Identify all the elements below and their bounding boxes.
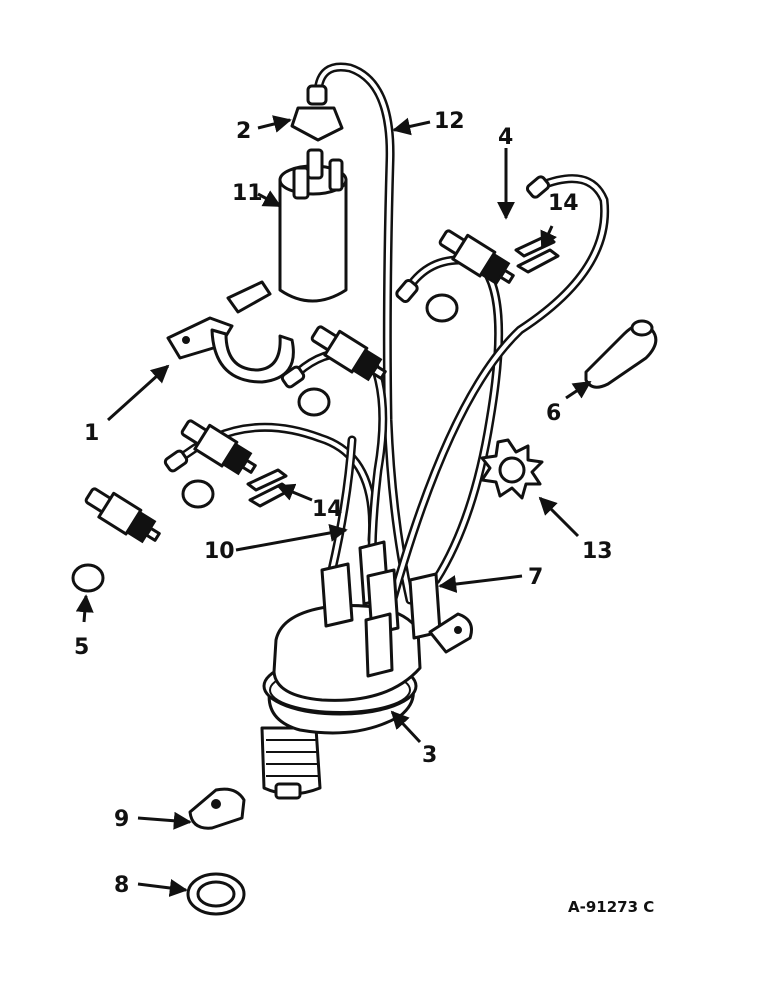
callout-11: 11 <box>232 181 263 206</box>
spark-plug-gaskets <box>71 293 459 593</box>
callout-1: 1 <box>84 421 99 446</box>
ignition-coil <box>278 148 348 303</box>
callout-13: 13 <box>582 539 613 564</box>
rotor-clip <box>428 612 473 654</box>
callout-9: 9 <box>114 807 129 832</box>
callout-12: 12 <box>434 109 465 134</box>
figure-reference: A-91273 C <box>568 898 654 916</box>
callout-10: 10 <box>204 539 235 564</box>
callout-8: 8 <box>114 873 129 898</box>
spark-plug <box>438 229 515 286</box>
spark-plug <box>310 325 387 382</box>
oil-seal <box>186 872 246 916</box>
spark-plug <box>84 487 161 544</box>
lock-washer <box>480 438 544 500</box>
callout-4: 4 <box>498 125 513 150</box>
callout-2: 2 <box>236 119 251 144</box>
callout-3: 3 <box>422 743 437 768</box>
spark-plugs <box>84 229 515 544</box>
spark-plug <box>180 419 257 476</box>
wire-separator <box>514 234 560 274</box>
terminal-boot <box>584 319 658 389</box>
coil-cap-boot <box>290 84 344 142</box>
leader-lines <box>75 115 592 897</box>
coil-wire <box>313 62 415 605</box>
callout-7: 7 <box>528 565 543 590</box>
callout-14b: 14 <box>548 191 579 216</box>
wire-terminals <box>163 175 551 473</box>
rotor <box>188 787 246 830</box>
callout-6: 6 <box>546 401 561 426</box>
distributor-cap <box>272 540 442 702</box>
callout-5: 5 <box>74 635 89 660</box>
coil-bracket <box>166 280 295 384</box>
callout-14a: 14 <box>312 497 343 522</box>
